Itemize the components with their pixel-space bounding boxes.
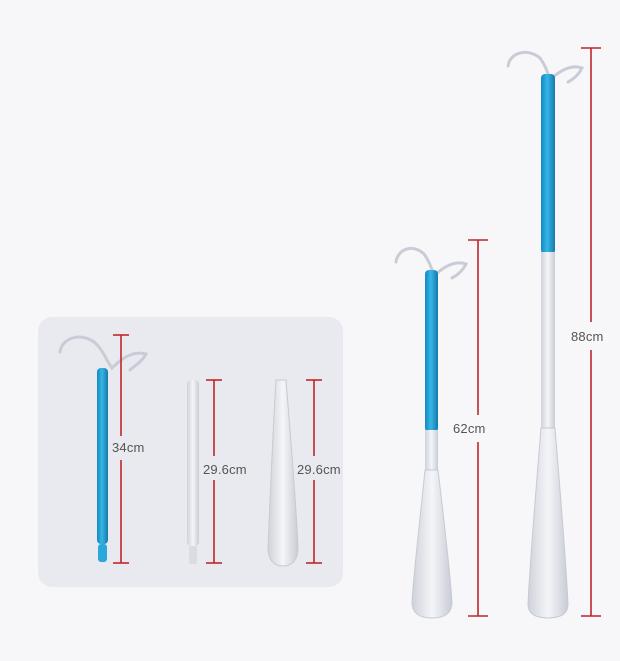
- shoehorn-62: [394, 246, 469, 619]
- horn-head-part: [267, 379, 299, 567]
- shoehorn-88: [506, 50, 585, 619]
- short-length-label: 62cm: [453, 421, 486, 436]
- extension-rod-part: [187, 380, 199, 564]
- handle-length-label: 34cm: [112, 440, 145, 455]
- measure-lines: [113, 47, 601, 617]
- hook-icon: [58, 335, 149, 372]
- horn-length-label: 29.6cm: [297, 462, 341, 477]
- rod-length-label: 29.6cm: [203, 462, 247, 477]
- long-length-label: 88cm: [571, 329, 604, 344]
- handle-part: [58, 335, 149, 562]
